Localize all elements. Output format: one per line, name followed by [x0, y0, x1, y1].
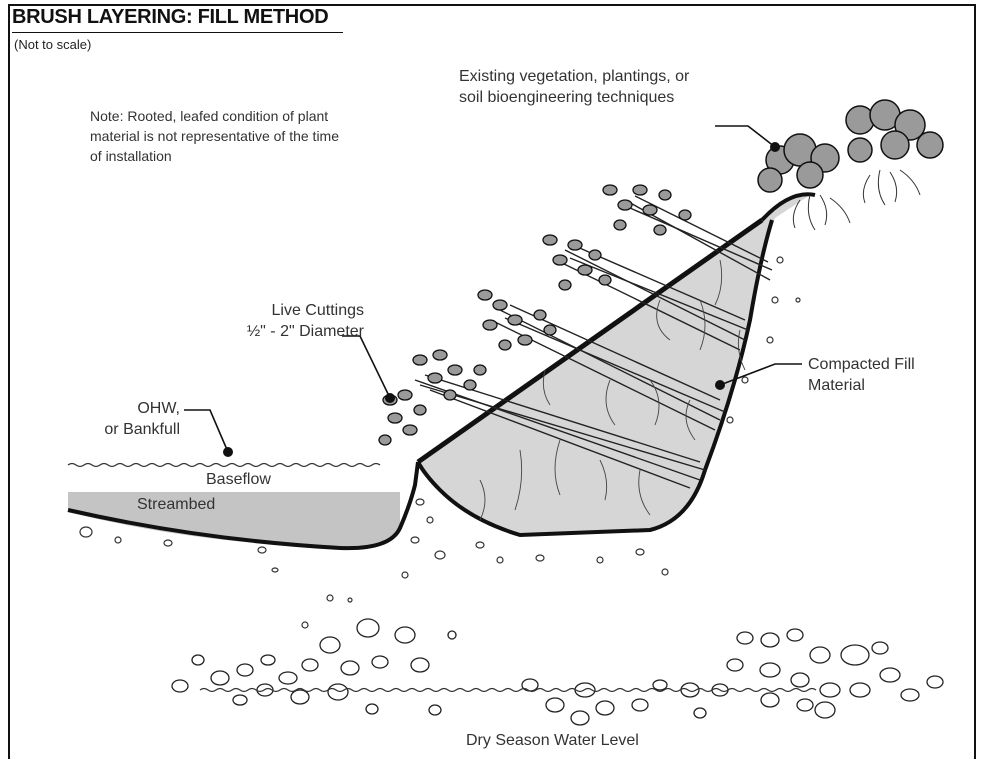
label-existing-vegetation: Existing vegetation, plantings, or soil … [459, 68, 690, 106]
label-live-cuttings-line2: ½" - 2" Diameter [246, 323, 364, 340]
baseflow-line [67, 462, 381, 468]
label-ohw: OHW, or Bankfull [70, 398, 180, 440]
existing-vegetation-shrubs [757, 99, 944, 193]
shrub-roots [792, 169, 921, 231]
leader-ohw [184, 409, 229, 453]
label-ohw-line2: or Bankfull [104, 421, 180, 438]
leader-live-cuttings [342, 335, 391, 399]
label-live-cuttings: Live Cuttings ½" - 2" Diameter [204, 300, 364, 342]
label-dry-season-water-level: Dry Season Water Level [466, 732, 639, 749]
dry-season-water-line [199, 687, 817, 693]
cutting-layer-3 [559, 245, 749, 351]
label-compacted-fill-line2: Material [808, 377, 865, 394]
leader-lines [184, 125, 802, 453]
diagram-frame [8, 4, 976, 759]
diagram-title: BRUSH LAYERING: FILL METHOD [12, 6, 329, 28]
leader-existing-vegetation [715, 125, 776, 148]
streambed-area [68, 492, 400, 548]
diagram-subtitle: (Not to scale) [14, 37, 92, 52]
soil-pebbles [79, 256, 801, 629]
label-baseflow: Baseflow [206, 471, 271, 488]
dry-season-cobbles [171, 618, 944, 726]
leader-dots [223, 142, 780, 457]
channel-bank-line [67, 461, 420, 551]
title-underline [12, 32, 343, 33]
roots [479, 259, 746, 521]
label-streambed: Streambed [137, 496, 216, 513]
label-ohw-line1: OHW, [137, 400, 180, 417]
label-compacted-fill: Compacted Fill Material [808, 354, 968, 396]
note-text: Note: Rooted, leafed condition of plant … [90, 108, 340, 164]
leader-compacted-fill [719, 363, 802, 386]
fill-outline [416, 192, 816, 538]
label-live-cuttings-line1: Live Cuttings [271, 302, 365, 319]
label-compacted-fill-line1: Compacted Fill [808, 356, 915, 373]
